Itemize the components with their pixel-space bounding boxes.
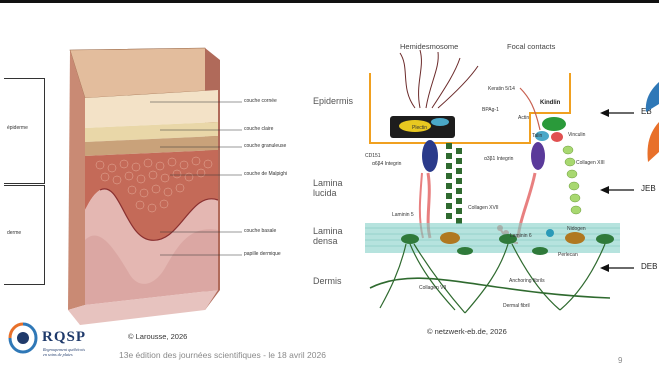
molecule-label-laminin6: Laminin 6 bbox=[510, 233, 532, 239]
molecule-label-anchoring-fibrils: Anchoring fibrils bbox=[509, 278, 545, 284]
molecule-label-collagen7: Collagen VII bbox=[419, 285, 446, 291]
decorative-corner-shapes bbox=[640, 82, 659, 167]
epidermis-label: épiderme bbox=[7, 125, 28, 131]
epidermis-bracket bbox=[4, 78, 45, 184]
molecule-label-laminin5: Laminin 5 bbox=[392, 212, 414, 218]
right-figure-credit: © netzwerk-eb.de, 2026 bbox=[427, 327, 507, 336]
layer-label-basale: couche basale bbox=[244, 228, 276, 234]
page-number: 9 bbox=[618, 356, 622, 365]
layer-label-malpighi: couche de Malpighi bbox=[244, 171, 287, 177]
molecule-label-cd151: CD151 bbox=[365, 153, 381, 159]
layer-pointer-lines bbox=[150, 95, 245, 265]
molecule-label-collagen13: Collagen XIII bbox=[576, 160, 605, 166]
side-label-deb: DEB bbox=[641, 262, 657, 271]
molecule-label-collagen17: Collagen XVII bbox=[468, 205, 499, 211]
footer-event-text: 13e édition des journées scientifiques -… bbox=[119, 350, 326, 360]
molecule-label-talin: Talin bbox=[532, 133, 542, 139]
region-label-dermis: Dermis bbox=[313, 276, 342, 286]
molecule-label-keratin: Keratin 5/14 bbox=[488, 86, 515, 92]
molecule-label-kindlin: Kindlin bbox=[540, 100, 560, 106]
molecule-label-nidogen: Nidogen bbox=[567, 226, 586, 232]
top-border bbox=[0, 0, 659, 3]
layer-label-granuleuse: couche granuleuse bbox=[244, 143, 286, 149]
header-focal-contacts: Focal contacts bbox=[507, 42, 555, 51]
molecule-label-dermal-fibril: Dermal fibril bbox=[503, 303, 530, 309]
layer-label-claire: couche claire bbox=[244, 126, 273, 132]
region-label-lamina-lucida: Lamina lucida bbox=[313, 178, 349, 198]
region-label-epidermis: Epidermis bbox=[313, 96, 353, 106]
molecule-label-bpag1: BPAg-1 bbox=[482, 107, 499, 113]
molecule-label-a6b4-integrin: α6β4 Integrin bbox=[372, 161, 401, 167]
arrow-eb-icon bbox=[600, 108, 634, 118]
molecule-label-actin: Actin bbox=[518, 115, 529, 121]
molecule-label-vinculin: Vinculin bbox=[568, 132, 585, 138]
molecule-label-plectin: Plectin bbox=[412, 125, 427, 131]
region-label-lamina-densa: Lamina densa bbox=[313, 226, 349, 246]
layer-label-cornee: couche cornée bbox=[244, 98, 277, 104]
molecule-label-perlecan: Perlecan bbox=[558, 252, 578, 258]
rqsp-logo-text: RQSP bbox=[42, 329, 86, 346]
left-figure-credit: © Larousse, 2026 bbox=[128, 332, 187, 341]
dermis-label: derme bbox=[7, 230, 21, 236]
arrow-jeb-icon bbox=[600, 185, 634, 195]
rqsp-logo-icon bbox=[8, 322, 38, 354]
layer-label-papille: papille dermique bbox=[244, 251, 281, 257]
molecule-label-a3b1-integrin: α3β1 Integrin bbox=[484, 156, 513, 162]
header-hemidesmosome: Hemidesmosome bbox=[400, 42, 458, 51]
rqsp-logo-subtitle-2: en soins de plaies bbox=[43, 352, 73, 357]
arrow-deb-icon bbox=[600, 263, 634, 273]
side-label-jeb: JEB bbox=[641, 184, 656, 193]
basement-membrane-diagram bbox=[360, 38, 620, 318]
